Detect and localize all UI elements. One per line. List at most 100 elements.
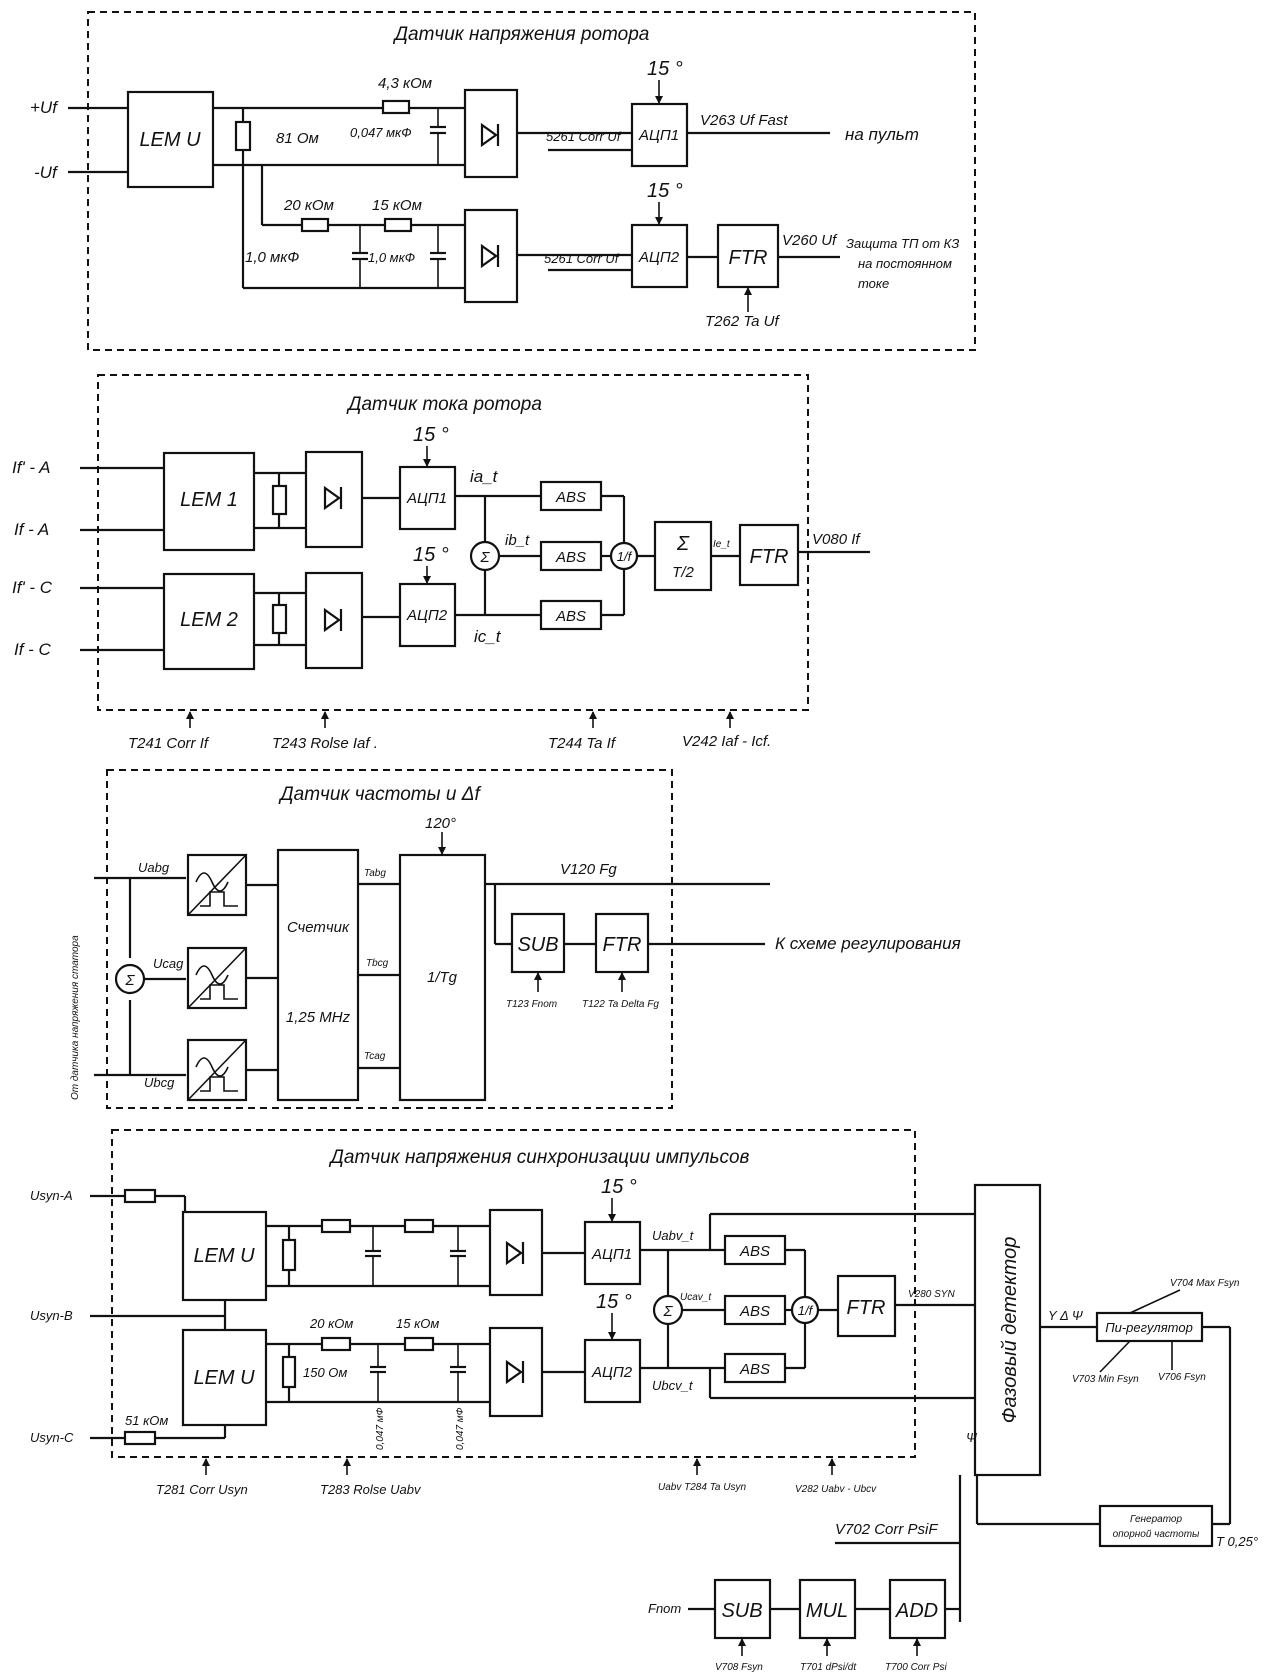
ic-label: ic_t <box>474 627 502 646</box>
sync-param-rolse: T283 Rolse Uabv <box>320 1482 422 1497</box>
rectifier-2 <box>463 208 519 304</box>
freq-sum-label: Σ <box>125 972 136 989</box>
phase-add-label: ADD <box>895 1600 938 1622</box>
counter-block <box>276 848 360 1102</box>
rc-out-label: V080 If <box>812 531 861 548</box>
ie-label: Ie_t <box>713 539 731 550</box>
rc-abs-2 <box>539 540 603 572</box>
frequency-section: Датчик частоты и Δf От датчика напряжени… <box>70 769 961 1109</box>
corr-psi-label: V702 Corr PsiF <box>835 1521 938 1538</box>
adc1-label: АЦП1 <box>638 127 679 144</box>
sync-adc1-label: АЦП1 <box>591 1246 632 1263</box>
sync-lem2-label: LEM U <box>193 1367 255 1389</box>
ta-uf-label: T262 Ta Uf <box>705 313 780 330</box>
sync-r15k-label: 15 кОм <box>396 1316 439 1331</box>
out-fg-label: V120 Fg <box>560 861 617 878</box>
sync-abs2-label: ABS <box>739 1303 770 1320</box>
deg2-label: 15 ° <box>647 180 683 202</box>
sync-deg2-label: 15 ° <box>596 1291 632 1313</box>
input-ifa: If - A <box>14 520 49 539</box>
ib-label: ib_t <box>505 532 530 549</box>
rc-abs1-label: ABS <box>555 489 586 506</box>
r43k-label: 4,3 кОм <box>378 75 432 92</box>
sync-abs-1 <box>723 1234 787 1266</box>
lem-u-block <box>126 90 215 189</box>
input-ifc-prime: If' - C <box>12 578 53 597</box>
psi-label: Ψ <box>966 1430 977 1445</box>
frequency-side-label: От датчика напряжения статора <box>70 935 81 1100</box>
gen-line2: опорной частоты <box>1113 1529 1200 1540</box>
phase-detector-block <box>973 1183 1042 1477</box>
ubcv-label: Ubcv_t <box>652 1378 694 1393</box>
t-cag: Tcag <box>364 1051 386 1062</box>
sync-resistor-a <box>123 1188 157 1204</box>
lem-u-label: LEM U <box>139 129 201 151</box>
c1b-label: 1,0 мкФ <box>368 250 415 265</box>
sync-deg1-label: 15 ° <box>601 1176 637 1198</box>
sync-r20k-label: 20 кОм <box>309 1316 353 1331</box>
rectifier-1 <box>463 88 519 179</box>
dpsi-label: Y Δ Ψ <box>1048 1308 1083 1323</box>
sync-c2-label: 0,047 мФ <box>455 1407 466 1450</box>
rc-rectifier-1 <box>304 450 364 549</box>
r15k-label: 15 кОм <box>372 197 422 214</box>
resistor-81 <box>234 120 252 152</box>
resistor-20k <box>300 217 330 233</box>
rc-ftr-label: FTR <box>750 546 789 568</box>
adc2-label: АЦП2 <box>638 249 680 266</box>
rc-param-corr: T241 Corr If <box>128 735 210 752</box>
rc-deg1-label: 15 ° <box>413 424 449 446</box>
r150-label: 150 Ом <box>303 1365 347 1380</box>
rotor-current-title: Датчик тока ротора <box>346 394 542 415</box>
p-add-label: T700 Corr Psi <box>885 1662 947 1673</box>
sync-div-label: 1/f <box>798 1303 814 1318</box>
phase-loop-section: Фазовый детектор Y Δ Ψ Пи-регулятор V704… <box>648 1183 1258 1673</box>
uabv-label: Uabv_t <box>652 1228 695 1243</box>
input-uabg: Uabg <box>138 860 170 875</box>
resistor-15k <box>383 217 413 233</box>
to-regulation-label: К схеме регулирования <box>775 934 961 953</box>
rc-abs2-label: ABS <box>555 549 586 566</box>
sync-title: Датчик напряжения синхронизации импульсо… <box>329 1147 750 1168</box>
sync-param-ta: Uabv T284 Ta Usyn <box>658 1482 746 1493</box>
rc-div-label: 1/f <box>617 549 633 564</box>
sync-frame <box>111 1129 916 1458</box>
p-mul-label: T701 dPsi/dt <box>800 1662 857 1673</box>
r81-label: 81 Ом <box>276 130 319 147</box>
to-panel-label: на пульт <box>845 125 919 144</box>
rc-deg2-label: 15 ° <box>413 544 449 566</box>
phase-sub-label: SUB <box>721 1600 762 1622</box>
rc-adc2-label: АЦП2 <box>406 607 448 624</box>
rc-sum-label: Σ <box>480 549 491 566</box>
c0047-label: 0,047 мкФ <box>350 125 412 140</box>
sync-ftr-label: FTR <box>847 1297 886 1319</box>
comparator-1 <box>186 853 248 917</box>
rotor-voltage-section: Датчик напряжения ротора +Uf -Uf LEM U 8… <box>30 11 976 351</box>
out-uf-label: V260 Uf <box>782 232 838 249</box>
phase-detector-label: Фазовый детектор <box>999 1237 1021 1424</box>
fnom-label: T123 Fnom <box>506 999 557 1010</box>
frequency-title: Датчик частоты и Δf <box>278 784 481 805</box>
t025-label: T 0,25° <box>1216 1534 1258 1549</box>
sync-abs1-label: ABS <box>739 1243 770 1260</box>
sync-out-label: V280 SYN <box>908 1289 955 1300</box>
input-usyn-a: Usyn-A <box>30 1188 73 1203</box>
sync-rectifier-2 <box>488 1326 544 1418</box>
input-ifa-prime: If' - A <box>12 458 51 477</box>
protect-line3: токе <box>858 276 889 291</box>
frequency-frame <box>106 769 673 1109</box>
out-fast-label: V263 Uf Fast <box>700 112 788 129</box>
rotor-current-frame <box>97 374 809 711</box>
sync-c1-label: 0,047 мФ <box>375 1407 386 1450</box>
input-uf-plus: +Uf <box>30 98 59 117</box>
sync-lem-1 <box>181 1210 268 1302</box>
sync-rectifier-1 <box>488 1208 544 1297</box>
sync-abs3-label: ABS <box>739 1361 770 1378</box>
rc-abs3-label: ABS <box>555 608 586 625</box>
freq-ta-label: T122 Ta Delta Fg <box>582 999 659 1010</box>
sync-adc2-block <box>583 1338 642 1404</box>
ucav-label: Ucav_t <box>680 1292 712 1303</box>
sync-param-v282: V282 Uabv - Ubcv <box>795 1484 877 1495</box>
corr1-label: 5261 Corr Uf <box>546 129 622 144</box>
rc-param-v242: V242 Iaf - Icf. <box>682 733 771 750</box>
